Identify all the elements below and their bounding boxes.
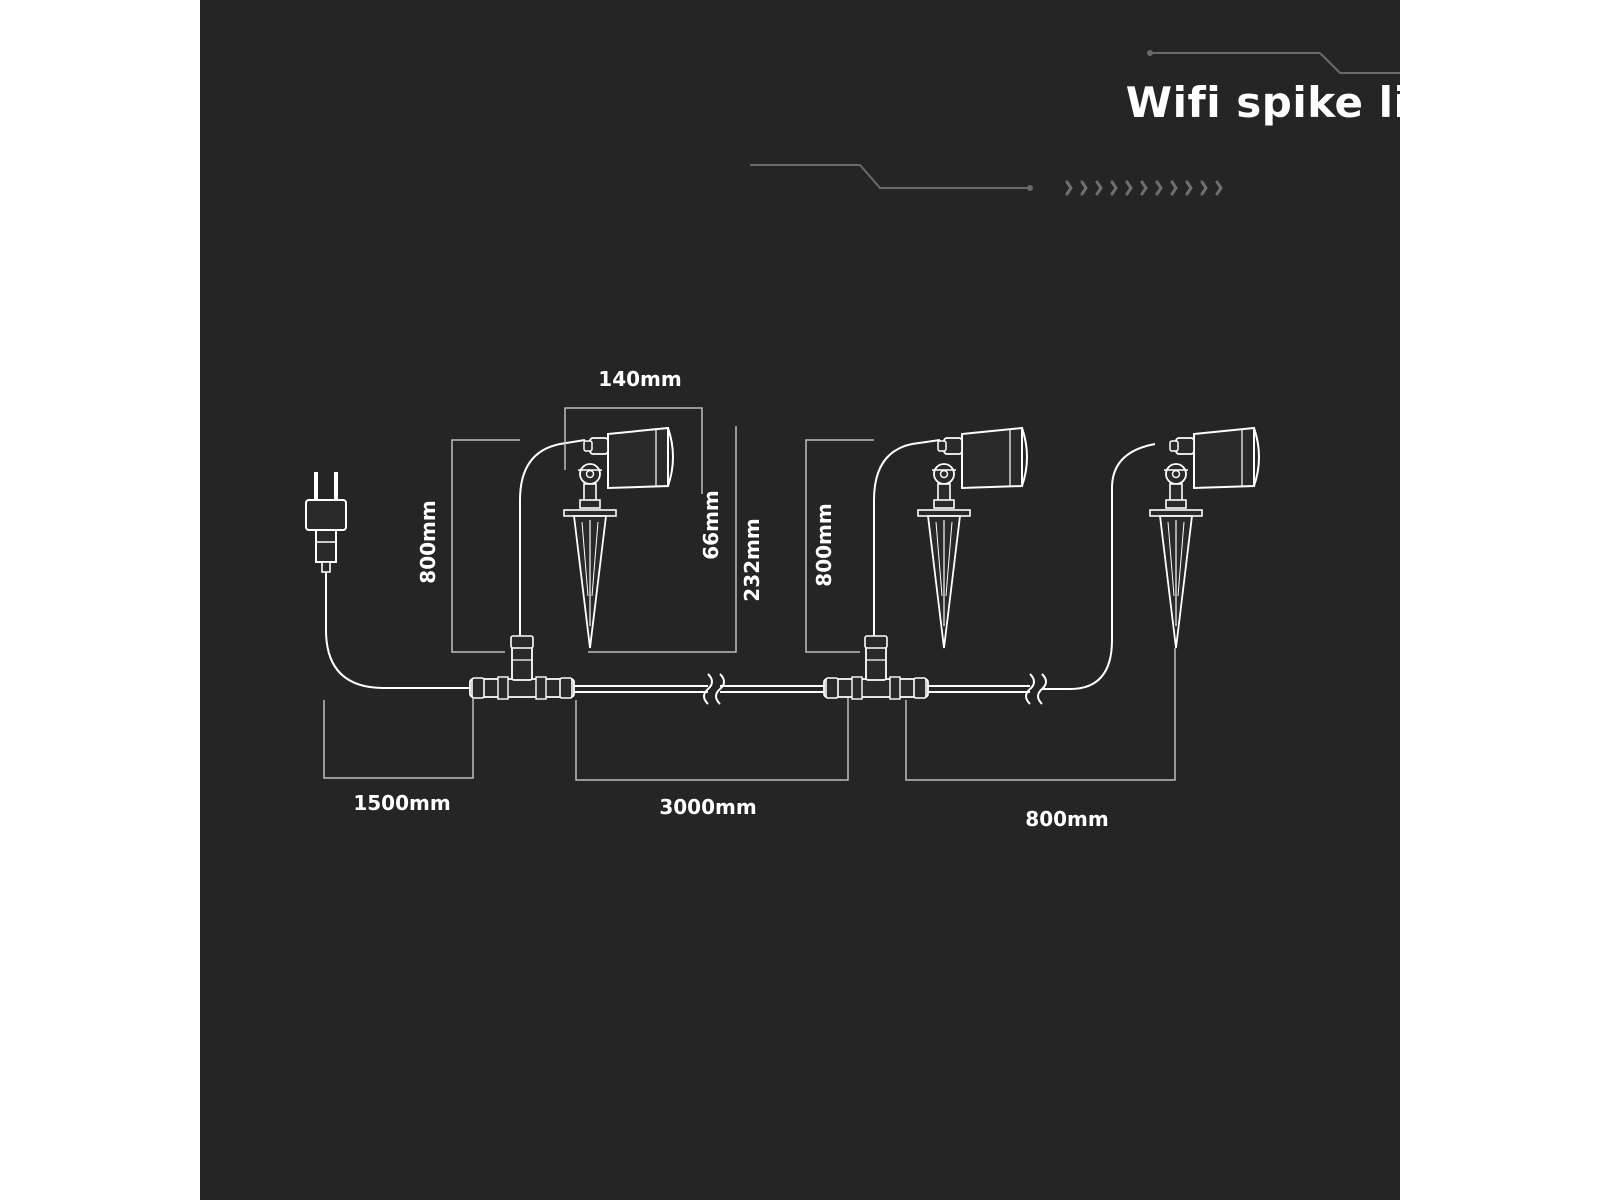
dim-segment-1: 3000mm: [659, 795, 756, 819]
main-cable: [325, 443, 1156, 693]
branch-cables: [519, 439, 941, 636]
t-connector-1: [469, 635, 575, 700]
dim-branch-height-1: 800mm: [416, 500, 440, 583]
chevron-row-icon: [1065, 180, 1223, 196]
header-deco-lines: [750, 50, 1400, 196]
page-title: Wifi spike light: [1125, 78, 1490, 127]
dim-lead-cable: 1500mm: [353, 791, 450, 815]
t-connector-2: [823, 635, 929, 700]
dark-panel: [200, 0, 1400, 1200]
dim-segment-2: 800mm: [1025, 807, 1108, 831]
dimension-lines: [323, 407, 1176, 781]
power-plug-icon: [305, 472, 347, 573]
dim-branch-height-2: 800mm: [812, 503, 836, 586]
spike-lamp-2: [917, 427, 1028, 649]
spike-lamp-1: [563, 427, 674, 649]
cable-break-marks: [703, 673, 1047, 705]
dim-lamp-height: 66mm: [699, 490, 723, 560]
dim-lamp-width: 140mm: [598, 367, 681, 391]
spike-lamp-3: [1149, 427, 1260, 649]
dim-total-height: 232mm: [740, 518, 764, 601]
